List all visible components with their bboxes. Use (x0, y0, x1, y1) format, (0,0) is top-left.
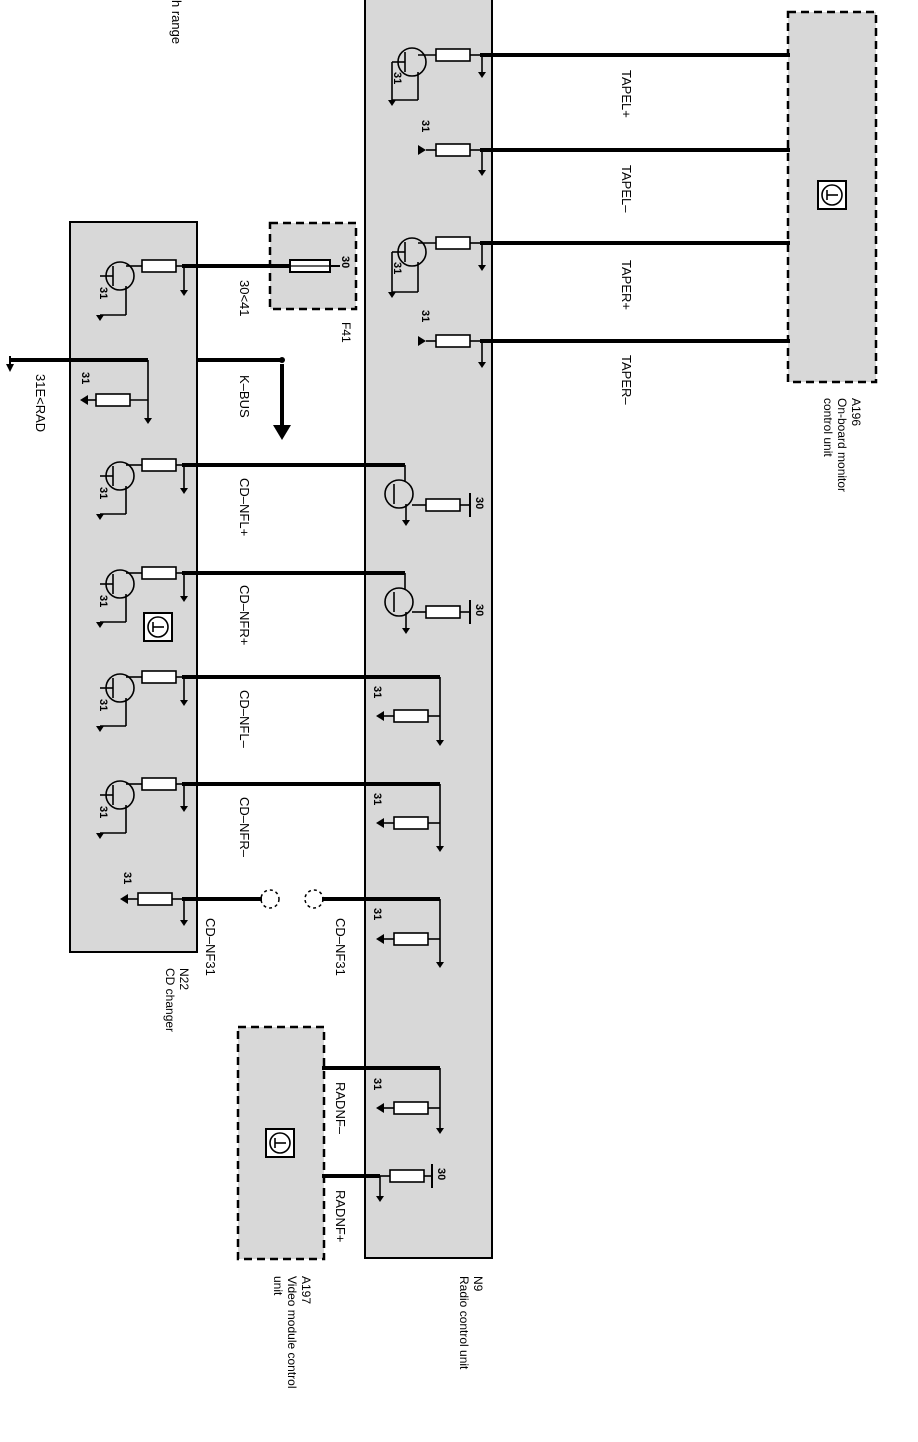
terminal-30: 30 (473, 604, 485, 616)
n9-cd-nfl-plus-stage (384, 465, 471, 526)
signal-label-tapel-minus: TAPEL– (619, 165, 634, 213)
tape-stage-1 (388, 47, 486, 106)
n9-ground-stage-3 (376, 899, 444, 968)
terminal-31: 31 (97, 287, 109, 299)
n22-stage-cd-nfl-minus (96, 670, 188, 732)
n9-code: N9 (471, 1276, 485, 1292)
fuse-symbol-icon (289, 259, 340, 273)
terminal-31: 31 (97, 487, 109, 499)
terminal-31: 31 (371, 686, 383, 698)
signal-label-cd-nf31-left: CD–NF31 (203, 918, 218, 976)
terminal-31: 31 (391, 72, 403, 84)
a196-code: A196 (849, 398, 863, 426)
tape-stage-3 (388, 236, 486, 298)
terminal-31: 31 (419, 120, 431, 132)
signal-label-31e-rad: 31E<RAD (33, 374, 48, 432)
signal-label-taper-minus: TAPER– (619, 355, 634, 405)
n22-stage-cd-nf31 (120, 892, 188, 926)
connector-dot (279, 357, 285, 363)
control-unit-symbol-icon (817, 180, 847, 210)
signal-label-cd-nfl-plus: CD–NFL+ (237, 478, 252, 536)
a197-code: A197 (299, 1276, 313, 1304)
terminal-31: 31 (121, 872, 133, 884)
a197-name-line1: Video module control (285, 1276, 299, 1389)
signal-label-radnf-minus: RADNF– (333, 1082, 348, 1135)
tape-stage-2 (418, 143, 486, 176)
n22-stage-cd-nfr-plus (96, 566, 188, 628)
ground-arrow-icon (6, 356, 14, 372)
a196-name-line1: On-board monitor (835, 398, 849, 492)
terminal-31: 31 (97, 806, 109, 818)
a197-video-module-box (236, 1025, 326, 1261)
tape-stage-4 (418, 334, 486, 368)
terminal-31: 31 (371, 908, 383, 920)
terminal-31: 31 (391, 262, 403, 274)
n22-name: CD changer (163, 968, 177, 1032)
f41-code: F41 (339, 322, 353, 343)
signal-label-tapel-plus: TAPEL+ (619, 70, 634, 118)
n22-stage-cd-nfl-plus (96, 458, 188, 520)
n22-stage-cd-nfr-minus (96, 777, 188, 839)
signal-label-kbus: K–BUS (237, 375, 252, 418)
terminal-30: 30 (473, 497, 485, 509)
n22-stage-31e (80, 360, 152, 424)
n22-code: N22 (177, 968, 191, 990)
n22-stage-30-41 (96, 259, 188, 321)
terminal-30: 30 (435, 1168, 447, 1180)
terminal-31: 31 (97, 595, 109, 607)
a196-name-line2: control unit (821, 398, 835, 457)
connector-pin (304, 889, 324, 909)
n9-ground-stage-4 (376, 1068, 444, 1134)
a197-name-line2: unit (271, 1276, 285, 1296)
partial-label-h-range: h range (169, 0, 184, 44)
control-unit-symbol-icon (265, 1128, 295, 1158)
n9-name: Radio control unit (457, 1276, 471, 1370)
signal-label-radnf-plus: RADNF+ (333, 1190, 348, 1242)
signal-label-cd-nfr-plus: CD–NFR+ (237, 585, 252, 645)
terminal-31: 31 (371, 1078, 383, 1090)
signal-label-taper-plus: TAPER+ (619, 260, 634, 310)
n9-radio-control-unit-box (364, 0, 493, 1259)
terminal-31: 31 (371, 793, 383, 805)
terminal-30: 30 (339, 256, 351, 268)
signal-label-cd-nf31-right: CD–NF31 (333, 918, 348, 976)
signal-label-cd-nfl-minus: CD–NFL– (237, 690, 252, 749)
signal-label-cd-nfr-minus: CD–NFR– (237, 797, 252, 858)
n9-ground-stage-1 (376, 677, 444, 746)
signal-label-30-41: 30<41 (237, 280, 252, 317)
terminal-31: 31 (419, 310, 431, 322)
terminal-31: 31 (79, 372, 91, 384)
terminal-31: 31 (97, 699, 109, 711)
connector-pin (260, 889, 280, 909)
control-unit-symbol-icon (143, 612, 173, 642)
n9-cd-nfr-plus-stage (384, 573, 471, 634)
n9-radnf-plus-stage (376, 1164, 433, 1202)
kbus-direction-arrow-icon (273, 364, 291, 440)
n9-ground-stage-2 (376, 784, 444, 852)
